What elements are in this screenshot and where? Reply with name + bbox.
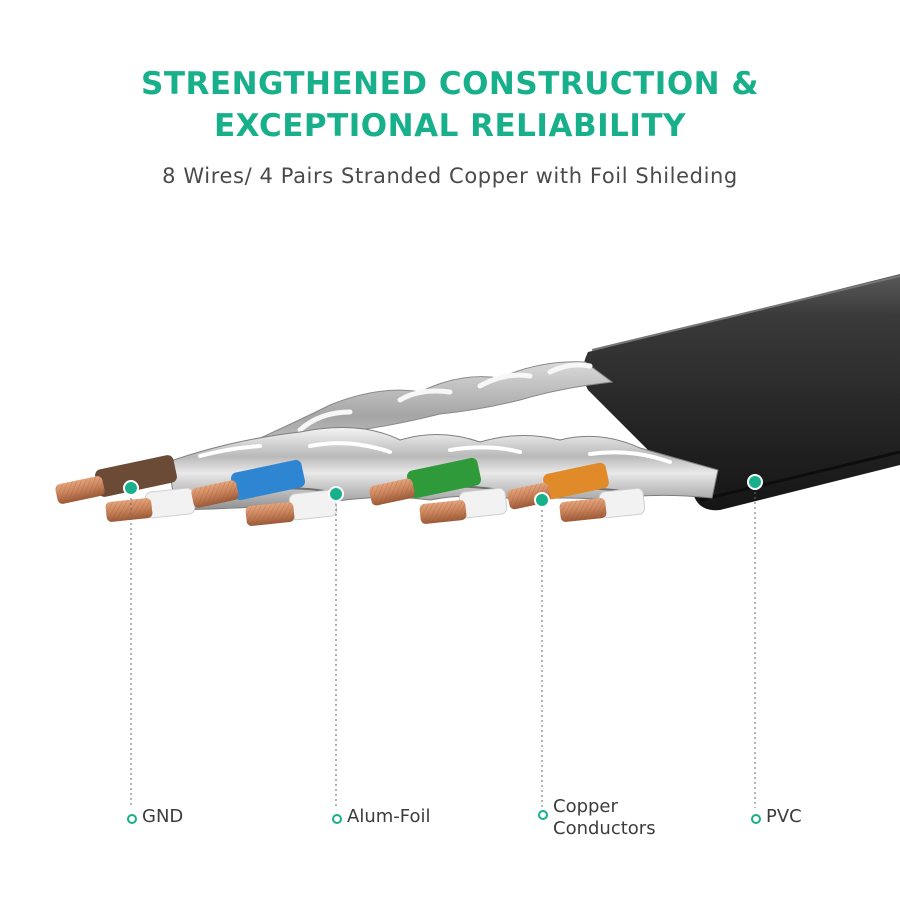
copper-anchor-dot [534, 492, 550, 508]
callout-gnd: GND [127, 806, 183, 828]
callout-copper-conductors: Copper Conductors [538, 796, 656, 840]
pvc-jacket [583, 274, 900, 511]
wire-pair-green [369, 457, 508, 524]
callout-gnd-text: GND [142, 806, 184, 827]
callout-alum-foil-text: Alum-Foil [347, 806, 431, 827]
callout-copper-text: Copper Conductors [553, 796, 656, 839]
callout-pvc: PVC [751, 806, 802, 828]
ring-marker-icon [127, 814, 137, 824]
ring-marker-icon [538, 810, 548, 820]
ring-marker-icon [332, 814, 342, 824]
headline-line-2: EXCEPTIONAL RELIABILITY [213, 108, 686, 144]
pvc-anchor-dot [747, 474, 763, 490]
wire-pair-brown [55, 455, 196, 522]
gnd-anchor-dot [123, 480, 139, 496]
wire-pair-blue [191, 459, 338, 526]
alum-foil-anchor-dot [328, 486, 344, 502]
callout-alum-foil: Alum-Foil [332, 806, 430, 828]
ring-marker-icon [751, 814, 761, 824]
callout-pvc-text: PVC [766, 806, 802, 827]
subtitle: 8 Wires/ 4 Pairs Stranded Copper with Fo… [162, 164, 738, 188]
headline-line-1: STRENGTHENED CONSTRUCTION & [141, 66, 759, 102]
